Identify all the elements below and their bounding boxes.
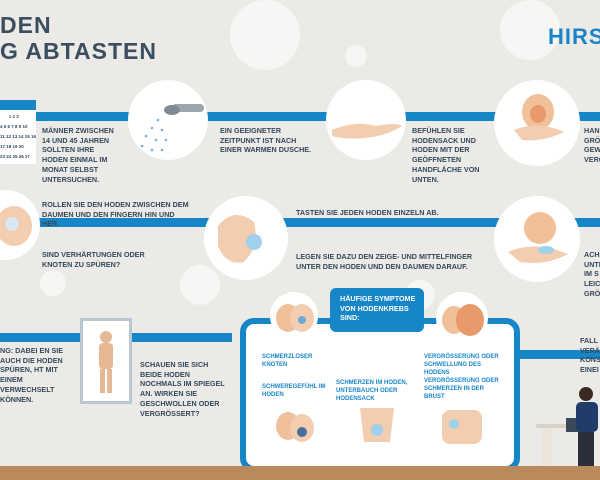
step-text: LEGEN SIE DAZU DEN ZEIGE- UND MITTELFING…	[296, 252, 473, 271]
calendar-header	[0, 100, 36, 110]
step-band-2	[0, 218, 600, 227]
doctor-desk-icon	[536, 387, 598, 466]
step-band-1	[0, 112, 600, 121]
calendar-row: 17 18 19 20	[0, 144, 24, 149]
calendar-row: 11 12 13 14 15 16	[0, 134, 37, 139]
calendar-row: 4 5 6 7 8 9 10	[0, 124, 28, 129]
symptom-label: VERGRÖSSERUNG ODER SCHWELLUNG DES HODENS	[424, 354, 499, 376]
step-text: SCHAUEN SIE SICH BEIDE HODEN NOCHMALS IM…	[140, 360, 225, 418]
floor	[0, 466, 600, 480]
symptom-knot-illustration	[270, 292, 318, 340]
palm-check-illustration	[494, 80, 580, 166]
calendar-row: 1 2 3	[0, 114, 19, 119]
background-bubble	[345, 45, 367, 67]
symptom-swelling-illustration	[436, 292, 488, 344]
testicle-knot-icon	[276, 304, 314, 332]
symptom-label: SCHMERZLOSER KNOTEN	[262, 354, 313, 368]
shower-icon	[140, 104, 204, 152]
calendar-row: 23 24 25 26 27	[0, 154, 31, 159]
calendar-icon	[0, 100, 36, 164]
symptom-chest-illustration	[436, 398, 488, 450]
step-text: NG: DABEI EN SIE AUCH DIE HODEN SPÜREN, …	[0, 346, 64, 404]
background-bubble	[230, 0, 300, 70]
background-bubble	[500, 0, 560, 60]
step-text: BEFÜHLEN SIE HODENSACK UND HODEN MIT DER…	[412, 126, 480, 184]
man-in-mirror-icon	[99, 331, 113, 393]
symptoms-heading: HÄUFIGE SYMPTOME VON HODENKREBS SIND:	[340, 294, 416, 323]
step-text: MÄNNER ZWISCHEN 14 UND 45 JAHREN SOLLTEN…	[42, 126, 114, 184]
testicle-swelling-icon	[442, 304, 484, 336]
hand-icon	[332, 123, 402, 139]
step-band-4	[520, 350, 600, 359]
step-text: ROLLEN SIE DEN HODEN ZWISCHEN DEM DAUMEN…	[42, 200, 189, 229]
chest-icon	[442, 410, 482, 444]
step-text: ACH UNTE IM S LEIC GRÖ	[584, 250, 600, 298]
fingers-icon	[0, 206, 32, 246]
testicle-lift-icon	[508, 212, 568, 263]
brand-logo: HIRSL	[548, 24, 600, 49]
symptom-label: SCHWEREGEFÜHL IM HODEN	[262, 384, 326, 398]
page-title-line1: DEN	[0, 12, 52, 38]
symptom-pain-illustration	[352, 398, 402, 448]
step-text: TASTEN SIE JEDEN HODEN EINZELN AB.	[296, 208, 439, 217]
page-title-line2: G ABTASTEN	[0, 38, 157, 64]
finger-placement-illustration	[204, 196, 288, 280]
abdomen-pain-icon	[360, 408, 394, 442]
shower-illustration	[128, 80, 208, 160]
background-bubble	[40, 270, 66, 296]
testicle-hand-icon	[514, 94, 564, 141]
doctor-illustration	[532, 380, 600, 466]
symptom-label: VERGRÖSSERUNG ODER SCHMERZEN IN DER BRUS…	[424, 378, 499, 400]
roll-testicle-illustration	[0, 190, 40, 260]
step-text: HAN GRÖ GEW VERG	[584, 126, 600, 165]
step-text: SIND VERHÄRTUNGEN ODER KNOTEN ZU SPÜREN?	[42, 250, 145, 269]
open-hand-illustration	[326, 80, 406, 160]
testicle-heavy-icon	[276, 412, 314, 442]
symptom-label: SCHMERZEN IM HODEN, UNTERBAUCH ODER HODE…	[336, 380, 408, 402]
step-text: EIN GEEIGNETER ZEITPUNKT IST NACH EINER …	[220, 126, 312, 155]
step-text: FALL VERÄ KONS EINEI	[580, 336, 600, 375]
finger-testicle-icon	[218, 214, 262, 263]
background-bubble	[180, 265, 220, 305]
symptom-heaviness-illustration	[270, 402, 318, 450]
mirror-illustration	[80, 318, 132, 404]
symptoms-heading-box	[330, 288, 424, 332]
lift-testicle-illustration	[494, 196, 580, 282]
